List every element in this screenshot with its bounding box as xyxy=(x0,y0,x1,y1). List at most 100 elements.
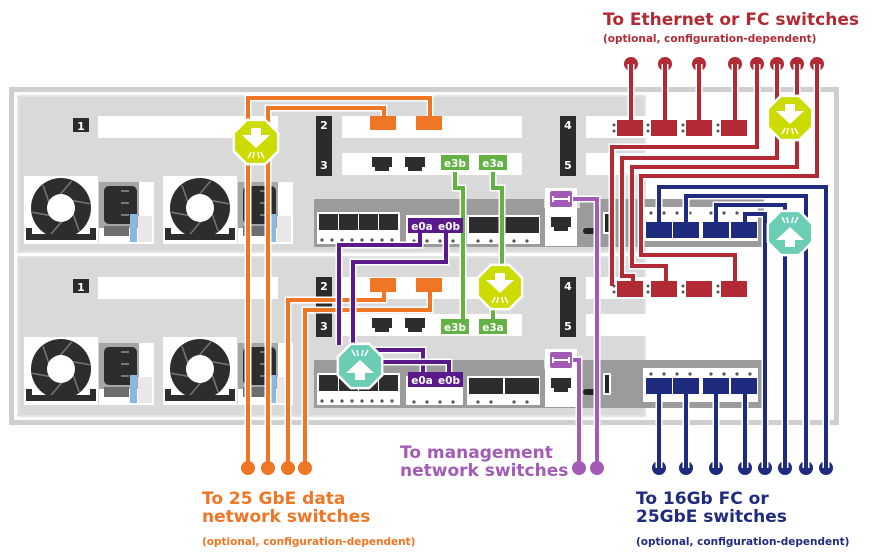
fc-port-2 xyxy=(673,222,699,238)
data-port-1 xyxy=(370,116,396,130)
spark-line xyxy=(786,127,789,135)
socket-pin xyxy=(121,190,129,192)
power-supply xyxy=(24,176,154,244)
data-cable-2 xyxy=(266,106,386,468)
fc-cable-7 xyxy=(714,203,787,468)
psu-edge xyxy=(138,377,152,403)
sfp-port xyxy=(379,214,398,230)
status-led xyxy=(688,372,692,376)
status-led xyxy=(681,129,685,133)
up-arrow-glyph xyxy=(346,360,374,380)
management-rj45 xyxy=(551,217,571,231)
ethernet-fc-cable-5 xyxy=(610,64,759,286)
status-led xyxy=(748,372,752,376)
fan-handle xyxy=(26,389,96,401)
console-area xyxy=(580,360,644,408)
psu-latch xyxy=(104,387,129,397)
pull-down-arrow-icon xyxy=(476,263,524,311)
qsfp-port xyxy=(505,378,539,394)
status-led xyxy=(649,211,653,215)
ethernet-fc-cable-6 xyxy=(620,64,779,286)
socket-pin xyxy=(121,363,129,365)
status-led xyxy=(681,284,685,288)
fan-hub xyxy=(186,355,214,383)
status-led xyxy=(340,238,344,242)
ethernet-fc-port-2 xyxy=(651,120,677,136)
port-e0a-a-label: e0a xyxy=(411,221,433,233)
spark-line xyxy=(356,349,359,357)
slot-number-bar xyxy=(73,279,89,293)
slot-number-5: 5 xyxy=(564,320,572,333)
sfp-port xyxy=(319,375,338,391)
fc-port-3 xyxy=(703,222,729,238)
ethernet-fc-port-6 xyxy=(651,281,677,297)
push-up-arrow-icon xyxy=(336,342,384,390)
status-led xyxy=(340,399,344,403)
data-port-2 xyxy=(416,116,442,130)
fc16-25gbe-title-1: To 16Gb FC or xyxy=(636,489,769,509)
port-e0b-a xyxy=(435,218,463,233)
status-led xyxy=(722,372,726,376)
management-title-2: network switches xyxy=(400,460,569,481)
status-led xyxy=(716,129,720,133)
fan-hub xyxy=(47,355,75,383)
spark-line xyxy=(257,151,260,159)
fc16-25gbe-title-2: 25GbE switches xyxy=(636,506,787,527)
fc-cable-5 xyxy=(657,185,828,468)
fc-cable-6 xyxy=(684,194,808,468)
data-25gbe-title-1: To 25 GbE data xyxy=(202,489,346,509)
status-led xyxy=(451,400,455,404)
ethernet-fc-cable-7 xyxy=(630,64,799,286)
status-led xyxy=(709,372,713,376)
management-title-1: To management xyxy=(400,443,553,463)
status-led xyxy=(675,372,679,376)
status-led xyxy=(662,211,666,215)
qsfp-port xyxy=(469,378,503,394)
spark-line xyxy=(361,349,364,357)
socket-pin xyxy=(260,190,268,192)
port-e0a-b-label: e0a xyxy=(411,375,433,387)
power-supply xyxy=(24,337,154,405)
slot-number-3: 3 xyxy=(320,320,328,333)
status-led xyxy=(476,239,480,243)
status-led xyxy=(612,290,616,294)
status-led xyxy=(716,290,720,294)
fan-icon xyxy=(24,337,98,405)
status-led xyxy=(681,123,685,127)
status-led xyxy=(735,211,739,215)
status-led xyxy=(380,238,384,242)
cluster-e0b-cable xyxy=(351,232,448,345)
ethernet-fc-port-4 xyxy=(721,120,747,136)
status-led xyxy=(709,211,713,215)
push-up-arrow-icon xyxy=(766,209,814,257)
status-led xyxy=(320,399,324,403)
console-port-inner xyxy=(605,214,609,232)
slot-number-4: 4 xyxy=(564,280,572,293)
status-led xyxy=(722,211,726,215)
fan-handle xyxy=(165,389,235,401)
status-led xyxy=(350,399,354,403)
fc-port-4 xyxy=(731,222,757,238)
data-cable-end-4 xyxy=(298,461,312,475)
data-25gbe-note: (optional, configuration-dependent) xyxy=(202,535,416,548)
slot-number-4: 4 xyxy=(564,119,572,132)
management-cable-end-2 xyxy=(590,461,604,475)
status-led xyxy=(370,399,374,403)
status-led xyxy=(390,399,394,403)
down-arrow-glyph xyxy=(486,273,514,293)
slot-number-bar xyxy=(73,118,89,132)
status-led xyxy=(716,123,720,127)
status-led xyxy=(681,290,685,294)
sfp-port xyxy=(339,214,358,230)
slot-number-3: 3 xyxy=(320,159,328,172)
psu-latch xyxy=(243,226,268,236)
status-led xyxy=(662,372,666,376)
ethernet-fc-title: To Ethernet or FC switches xyxy=(603,10,859,30)
fc-port-6 xyxy=(673,378,699,394)
status-led xyxy=(525,239,529,243)
psu-edge xyxy=(277,216,291,242)
data-port-4 xyxy=(416,278,442,292)
ethernet-fc-port-1 xyxy=(617,120,643,136)
slot-3-port-2 xyxy=(405,157,425,171)
